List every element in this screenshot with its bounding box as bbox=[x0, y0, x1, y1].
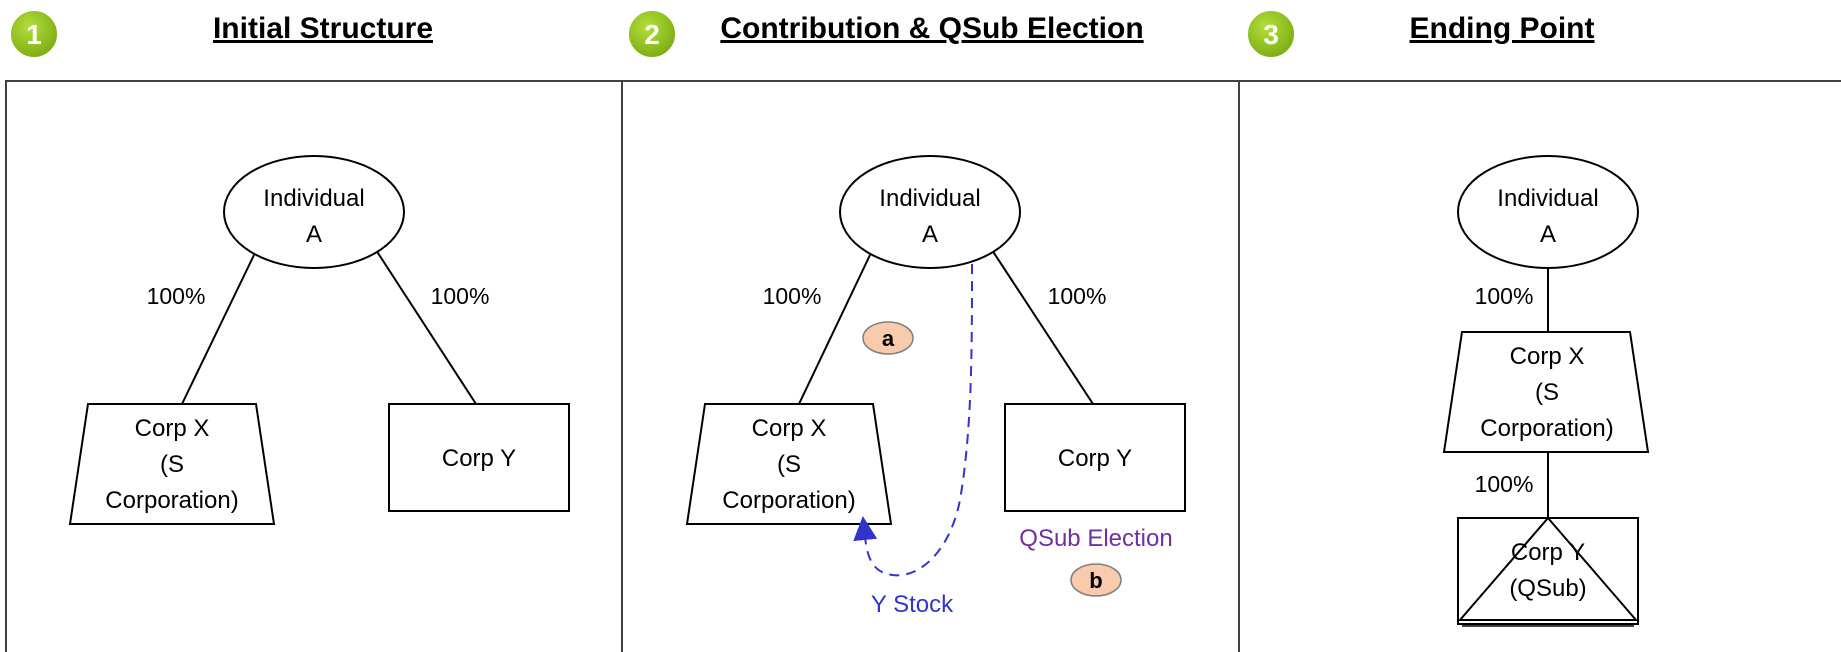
corp-y-label: Corp Y bbox=[442, 445, 516, 472]
panel-1-title: Initial Structure bbox=[213, 12, 433, 45]
ownership-pct-y: 100% bbox=[1048, 283, 1107, 309]
corp-x-label-line1: Corp X bbox=[1510, 343, 1585, 370]
individual-a-label-line1: Individual bbox=[879, 185, 980, 212]
corp-y-node: Corp Y bbox=[1004, 403, 1186, 512]
individual-a-label-line2: A bbox=[922, 221, 938, 248]
corp-y-label-line2: (QSub) bbox=[1509, 575, 1586, 602]
y-stock-label: Y Stock bbox=[871, 591, 954, 618]
corp-x-label-line3: Corporation) bbox=[1480, 415, 1613, 442]
panel-1: Individual A 100% 100% Corp X (S Corpora… bbox=[68, 155, 570, 525]
corp-x-node: Corp X (S Corporation) bbox=[68, 403, 276, 525]
individual-a-node: Individual A bbox=[223, 155, 405, 269]
corp-y-node: Corp Y bbox=[388, 403, 570, 512]
step-badge-2 bbox=[627, 9, 677, 59]
corp-x-node: Corp X (S Corporation) bbox=[685, 403, 893, 525]
corp-x-label-line1: Corp X bbox=[752, 415, 827, 442]
ownership-pct-y: 100% bbox=[431, 283, 490, 309]
qsub-election-label: QSub Election bbox=[1019, 525, 1172, 552]
corp-x-label-line2: (S bbox=[160, 451, 184, 478]
individual-a-node: Individual A bbox=[1457, 155, 1639, 269]
step-badge-3 bbox=[1246, 9, 1296, 59]
individual-a-node: Individual A bbox=[839, 155, 1021, 269]
panel-3: Individual A 100% Corp X (S Corporation)… bbox=[1442, 155, 1650, 627]
step-badge-1-number: 1 bbox=[26, 19, 42, 50]
ownership-line-y bbox=[375, 249, 477, 405]
step-badge-3-number: 3 bbox=[1263, 19, 1279, 50]
panel-2: Individual A 100% 100% a Corp X (S Corpo… bbox=[685, 155, 1186, 618]
corp-y-label-line1: Corp Y bbox=[1511, 539, 1585, 566]
individual-a-label-line1: Individual bbox=[1497, 185, 1598, 212]
step-b-marker: b bbox=[1070, 563, 1122, 597]
step-badge-1 bbox=[9, 9, 59, 59]
corp-y-qsub-node: Corp Y (QSub) bbox=[1457, 516, 1639, 627]
step-a-label: a bbox=[882, 326, 895, 351]
corp-x-node: Corp X (S Corporation) bbox=[1442, 331, 1650, 453]
step-badge-2-number: 2 bbox=[644, 19, 660, 50]
corp-y-label: Corp Y bbox=[1058, 445, 1132, 472]
ownership-pct-x: 100% bbox=[147, 283, 206, 309]
step-b-label: b bbox=[1089, 568, 1102, 593]
corp-x-label-line2: (S bbox=[1535, 379, 1559, 406]
panel-2-title: Contribution & QSub Election bbox=[720, 12, 1143, 45]
panel-3-header: 3 Ending Point bbox=[1246, 9, 1595, 59]
panel-3-title: Ending Point bbox=[1410, 12, 1595, 45]
ownership-line-x bbox=[181, 254, 255, 405]
step-a-marker: a bbox=[862, 321, 914, 355]
ownership-line-x bbox=[798, 254, 871, 405]
corp-x-label-line2: (S bbox=[777, 451, 801, 478]
panel-2-header: 2 Contribution & QSub Election bbox=[627, 9, 1144, 59]
ownership-pct-y: 100% bbox=[1475, 471, 1534, 497]
panel-1-header: 1 Initial Structure bbox=[9, 9, 433, 59]
individual-a-label-line1: Individual bbox=[263, 185, 364, 212]
y-stock-transfer-arrow bbox=[853, 263, 973, 577]
panel-frame bbox=[5, 80, 1841, 652]
ownership-line-y bbox=[991, 249, 1094, 405]
individual-a-label-line2: A bbox=[1540, 221, 1556, 248]
corp-x-label-line1: Corp X bbox=[135, 415, 210, 442]
corp-x-label-line3: Corporation) bbox=[105, 487, 238, 514]
corp-x-label-line3: Corporation) bbox=[722, 487, 855, 514]
individual-a-label-line2: A bbox=[306, 221, 322, 248]
ownership-pct-x: 100% bbox=[763, 283, 822, 309]
ownership-pct-x: 100% bbox=[1475, 283, 1534, 309]
